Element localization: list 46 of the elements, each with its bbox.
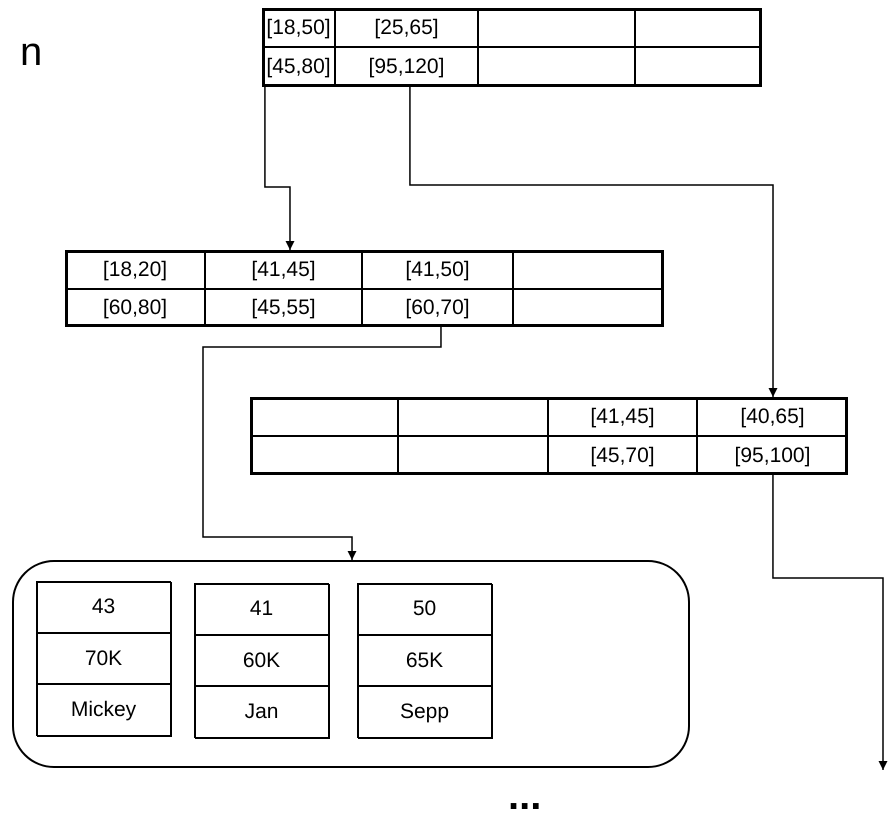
- empty-cell: [635, 8, 762, 47]
- arrow: [264, 87, 294, 250]
- record-field: 41: [194, 583, 329, 635]
- empty-cell: [513, 250, 664, 289]
- empty-cell: [398, 436, 548, 475]
- table-cell: [41,45]: [548, 397, 697, 436]
- tree-node: [65, 250, 664, 327]
- table-cell: [25,65]: [335, 8, 478, 47]
- table-cell: [60,70]: [362, 289, 513, 327]
- table-cell: [60,80]: [65, 289, 205, 327]
- record-field: Sepp: [357, 686, 492, 738]
- tree-node: [250, 397, 848, 475]
- record-card: [358, 584, 493, 739]
- record-field: Mickey: [36, 684, 171, 736]
- record-card: [37, 582, 172, 737]
- record-field: 70K: [36, 632, 171, 684]
- empty-cell: [478, 8, 635, 47]
- table-cell: [18,20]: [65, 250, 205, 289]
- record-field: 65K: [357, 634, 492, 686]
- empty-cell: [478, 47, 635, 87]
- empty-cell: [250, 436, 398, 475]
- record-field: 60K: [194, 634, 329, 686]
- arrow: [409, 87, 778, 397]
- table-cell: [45,70]: [548, 436, 697, 475]
- record-field: Jan: [194, 686, 329, 738]
- tree-node: [262, 8, 762, 87]
- table-cell: [95,100]: [697, 436, 848, 475]
- arrow: [772, 475, 888, 770]
- table-cell: [41,45]: [205, 250, 362, 289]
- table-cell: [18,50]: [262, 8, 335, 47]
- record-field: 50: [357, 583, 492, 635]
- empty-cell: [513, 289, 664, 327]
- table-cell: [40,65]: [697, 397, 848, 436]
- empty-cell: [250, 397, 398, 436]
- ellipsis: ...: [508, 773, 542, 820]
- leaf-node: [12, 560, 690, 768]
- record-card: [195, 584, 330, 739]
- table-cell: [45,55]: [205, 289, 362, 327]
- arrow: [202, 327, 442, 560]
- partial-word: n: [20, 29, 42, 76]
- table-cell: [45,80]: [262, 47, 335, 87]
- record-field: 43: [36, 581, 171, 633]
- empty-cell: [635, 47, 762, 87]
- empty-cell: [398, 397, 548, 436]
- table-cell: [41,50]: [362, 250, 513, 289]
- table-cell: [95,120]: [335, 47, 478, 87]
